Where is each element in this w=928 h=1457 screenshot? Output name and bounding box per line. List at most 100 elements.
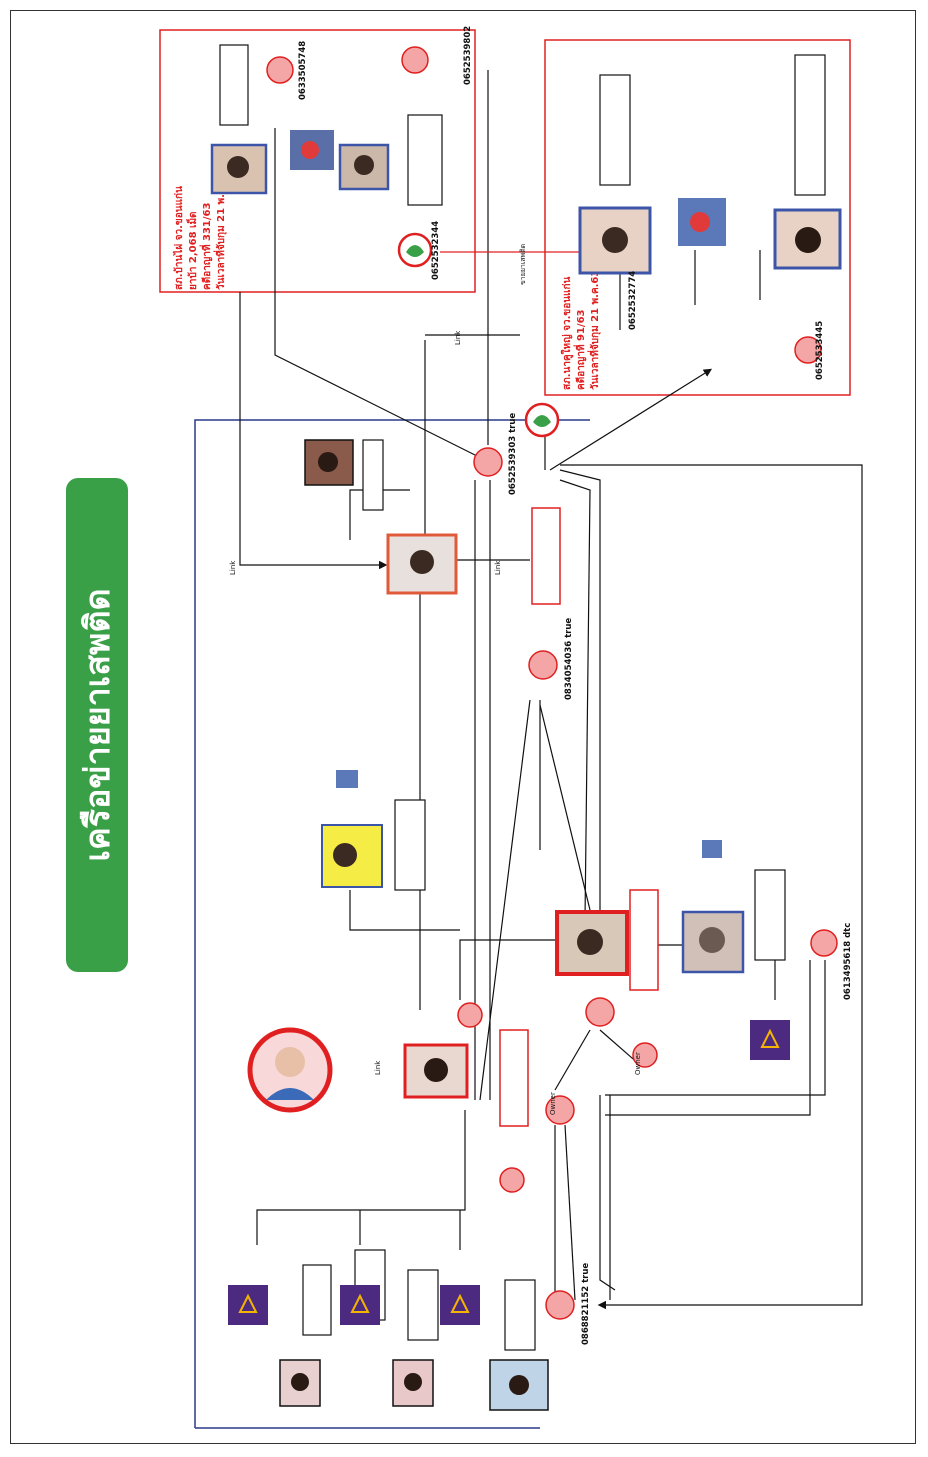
bank-nodes [228,1020,790,1325]
edge [479,699,531,1101]
edge [560,464,863,1310]
case-line: วันเวลาที่จับกุม 21 พ.ค.63 [213,170,227,290]
bank-node [228,1285,268,1325]
phone-node [401,46,429,74]
edge [459,939,590,1000]
info-box [407,114,443,206]
phone-label: 0652539303 true [508,413,518,495]
phone-label: 0834054036 true [564,618,574,700]
bank-logo-icon [450,1293,470,1313]
phone-node [545,1095,575,1125]
edge [554,1029,591,1091]
info-box [794,54,826,196]
edge [349,890,460,931]
case-line: ยาบ้า 2,068 เม็ด [185,211,199,290]
face [699,927,725,953]
phone-label: 0652539802 [463,26,473,85]
avatar-head [275,1047,305,1077]
bank-logo-icon [238,1293,258,1313]
face [291,1373,309,1391]
edge-label: Owner [549,1092,557,1115]
page-frame [10,10,916,1444]
info-box [407,1269,439,1341]
phone-label: 0652533445 [815,321,825,380]
edge [605,960,811,1116]
face [318,452,338,472]
bank-logo-icon [350,1293,370,1313]
case-box-upper [159,29,476,293]
edge-label: Owner [634,1052,642,1075]
phone-label: 0652532344 [431,221,441,280]
bank-node [440,1285,480,1325]
info-box [302,1264,332,1336]
info-box [362,439,384,511]
edge-labels: Link Link Link Link Owner Owner ขายยาเสพ… [229,244,642,1115]
leaf-icon [406,245,424,257]
phone-label: 0613495618 dtc [843,923,853,1000]
face [509,1375,529,1395]
edge [274,128,486,461]
edge [559,479,591,921]
info-box [504,1279,536,1351]
bank-node [750,1020,790,1060]
transaction-box [629,889,659,991]
case-line: สภ.นาคูใหญ่ จว.ขอนแก่น [560,276,574,390]
transaction-box [531,507,561,605]
bank-node [340,1285,380,1325]
edge [605,960,826,1096]
info-box [394,799,426,891]
face [404,1373,422,1391]
person-photos [210,130,842,1411]
evidence-mark [690,212,710,232]
phone-nodes [266,46,838,1320]
edge-label: ขายยาเสพติด [519,244,527,285]
info-box [754,869,786,961]
face [410,550,434,574]
evidence-mark [301,141,319,159]
face [795,227,821,253]
case-text-upper: สภ.บ้านไผ่ จว.ขอนแก่น ยาบ้า 2,068 เม็ด ค… [172,170,227,290]
face [333,843,357,867]
face [227,156,249,178]
face [577,929,603,955]
phone-node [632,1042,658,1068]
face [424,1058,448,1082]
edge [239,292,388,570]
case-text-lower: สภ.นาคูใหญ่ จว.ขอนแก่น คดีอาญาที่ 91/63 … [560,270,601,390]
phone-node [457,1002,483,1028]
edge [539,704,591,911]
info-box [599,74,631,186]
edge-label: Link [374,1060,382,1075]
face [602,227,628,253]
network-boundary-line [194,419,590,1428]
phone-label: 0868821152 true [581,1263,591,1345]
case-line: คดีอาญาที่ 91/63 [573,309,587,390]
face [354,155,374,175]
avatar-body [266,1088,314,1100]
bank-logo-icon [760,1028,780,1048]
evidence-photo [702,840,722,858]
leaf-icon [533,415,551,427]
evidence-photo [336,770,358,788]
edge [549,368,713,471]
info-box [219,44,249,126]
phone-node [585,997,615,1027]
edge-label: Link [494,560,502,575]
phone-node [810,929,838,957]
case-line: สภ.บ้านไผ่ จว.ขอนแก่น [172,186,185,290]
edge [564,1124,576,1301]
phone-labels: 0633505748 0652532344 0652539802 0652532… [298,26,853,1345]
phone-label: 0652532774 [628,271,638,330]
phone-node [545,1290,575,1320]
phone-label: 0633505748 [298,41,308,100]
phone-node [794,336,822,364]
case-box-lower [544,39,851,396]
phone-node [473,447,503,477]
info-boxes [219,44,826,1351]
title-banner [66,478,128,972]
edge [599,1095,616,1291]
phone-node [266,56,294,84]
edge [559,469,601,920]
edge [349,489,410,540]
